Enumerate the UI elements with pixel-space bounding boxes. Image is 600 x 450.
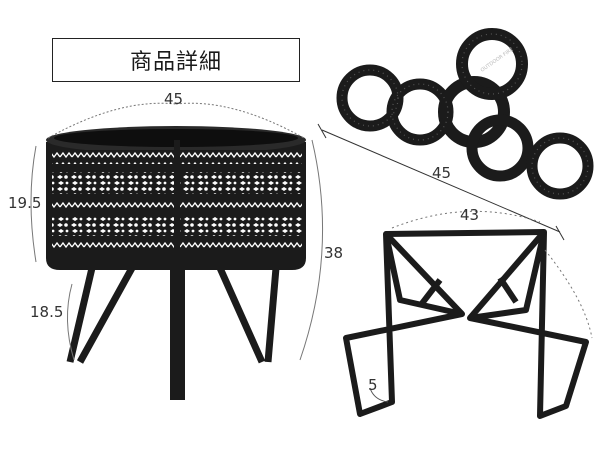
basin-leg-right <box>216 266 280 364</box>
total-height-label: 38 <box>324 244 344 262</box>
basin-diameter-label: 45 <box>164 90 184 108</box>
basin-leg-center <box>170 262 185 400</box>
fire-rings <box>336 28 594 200</box>
ring-length-label: 45 <box>432 164 452 182</box>
basin-leg-left <box>66 266 136 364</box>
ring-engraving: OUTDOOR FIRE <box>480 47 515 74</box>
fire-basin <box>46 126 306 400</box>
page-title: 商品詳細 <box>52 38 300 82</box>
leg-height-label: 18.5 <box>30 303 64 321</box>
stand-tab-label: 5 <box>368 376 378 394</box>
folding-stand <box>343 229 589 419</box>
basin-height-label: 19.5 <box>8 194 42 212</box>
stand-width-label: 43 <box>460 206 480 224</box>
